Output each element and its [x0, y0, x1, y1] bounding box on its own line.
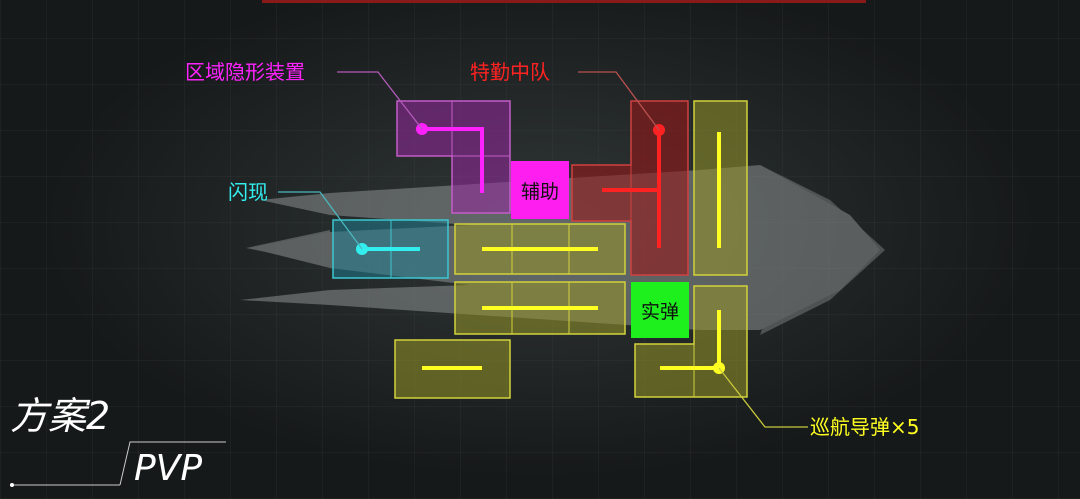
assist-block	[511, 161, 569, 219]
missile-vertical-module	[693, 100, 748, 276]
stealth-label: 区域隐形装置	[185, 60, 305, 84]
missile-horizontal-module-1	[454, 223, 626, 275]
flash-module	[332, 219, 449, 279]
scheme-mode: PVP	[134, 448, 203, 489]
stealth-module	[396, 100, 511, 214]
flash-leader	[278, 191, 363, 250]
live-ammo-block	[631, 282, 689, 338]
top-red-bar	[262, 0, 866, 3]
cruise-missile-label: 巡航导弹×5	[810, 415, 920, 439]
special-ops-leader	[578, 71, 660, 131]
scheme-divider	[119, 441, 226, 486]
assist-block-label: 辅助	[520, 180, 559, 203]
special-ops-module	[571, 100, 689, 276]
flash-label: 闪现	[228, 180, 268, 204]
missile-leader	[718, 367, 808, 428]
scheme-title: 方案2	[10, 394, 111, 438]
missile-small-module	[394, 339, 511, 399]
stealth-leader	[337, 71, 423, 130]
missile-horizontal-module-2	[454, 281, 626, 335]
special-ops-label: 特勤中队	[470, 60, 550, 84]
live-ammo-block-label: 实弹	[640, 300, 679, 323]
